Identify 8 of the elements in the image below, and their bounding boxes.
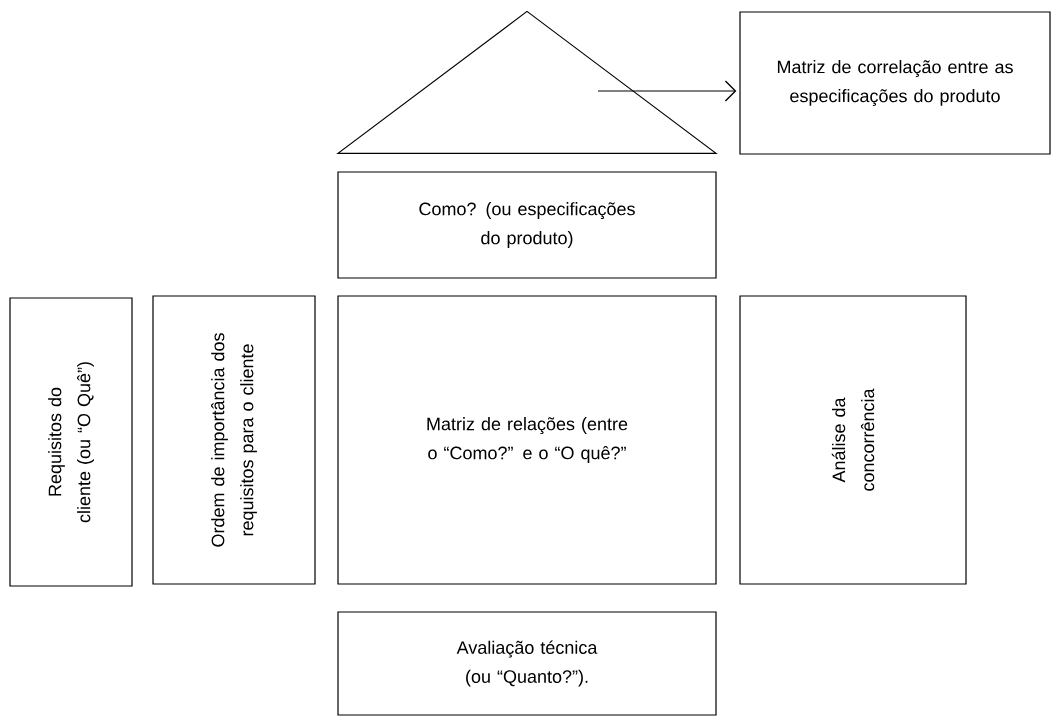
- correlation-box: Matriz de correlação entre as especificações do produto: [739, 11, 1051, 155]
- competition-box: Análise da concorrência: [739, 295, 967, 585]
- header-box: Como? (ou especificações do produto): [337, 171, 717, 279]
- importance-box: Ordem de importância dos requisitos para o cliente: [152, 295, 316, 585]
- arrow: [597, 80, 737, 102]
- requirements-box: Requisitos do cliente (ou “O Quê”): [9, 297, 133, 587]
- evaluation-box: Avaliação técnica (ou “Quanto?”).: [337, 611, 717, 716]
- matrix-box: Matriz de relações (entre o “Como?” e o “O quê?”: [337, 295, 717, 585]
